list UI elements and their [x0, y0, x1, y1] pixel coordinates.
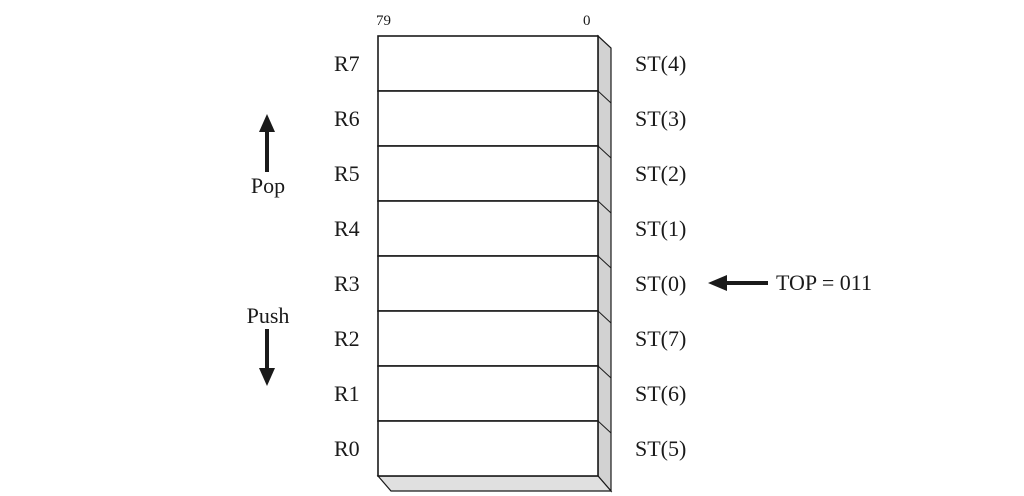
- register-cell-r1: [377, 365, 599, 422]
- physical-register-label-r7: R7: [334, 51, 360, 76]
- register-cell-r4: [377, 200, 599, 257]
- stack-label-st5: ST(5): [635, 436, 686, 461]
- side-face-divider: [597, 145, 612, 159]
- stack-label-st6: ST(6): [635, 381, 686, 406]
- push-label: Push: [247, 303, 290, 328]
- stack-label-st7: ST(7): [635, 326, 686, 351]
- stack-label-st0: ST(0): [635, 271, 686, 296]
- pop-label: Pop: [251, 173, 285, 198]
- stack-label-st1: ST(1): [635, 216, 686, 241]
- physical-register-label-r5: R5: [334, 161, 360, 186]
- physical-register-label-r6: R6: [334, 106, 360, 131]
- pop-arrow-icon: [259, 114, 275, 172]
- register-cell-r2: [377, 310, 599, 367]
- physical-register-label-r1: R1: [334, 381, 360, 406]
- stack-label-st2: ST(2): [635, 161, 686, 186]
- register-stack-bottom-face: [376, 475, 613, 492]
- register-cell-r3: [377, 255, 599, 312]
- side-face-divider: [597, 420, 612, 434]
- register-cell-r7: [377, 35, 599, 92]
- physical-register-label-r0: R0: [334, 436, 360, 461]
- bit-label-79: 79: [376, 13, 391, 29]
- side-face-divider: [597, 200, 612, 214]
- register-cell-r5: [377, 145, 599, 202]
- side-face-divider: [597, 255, 612, 269]
- stack-label-st4: ST(4): [635, 51, 686, 76]
- push-arrow-icon: [259, 329, 275, 386]
- physical-register-label-r3: R3: [334, 271, 360, 296]
- register-cell-r6: [377, 90, 599, 147]
- top-pointer-label: TOP = 011: [776, 270, 872, 295]
- physical-register-label-r2: R2: [334, 326, 360, 351]
- stack-label-st3: ST(3): [635, 106, 686, 131]
- side-face-divider: [597, 365, 612, 379]
- side-face-divider: [597, 90, 612, 104]
- bit-label-0: 0: [583, 13, 591, 29]
- register-cell-r0: [377, 420, 599, 477]
- physical-register-label-r4: R4: [334, 216, 360, 241]
- side-face-divider: [597, 310, 612, 324]
- top-pointer-arrow-icon: [708, 275, 768, 291]
